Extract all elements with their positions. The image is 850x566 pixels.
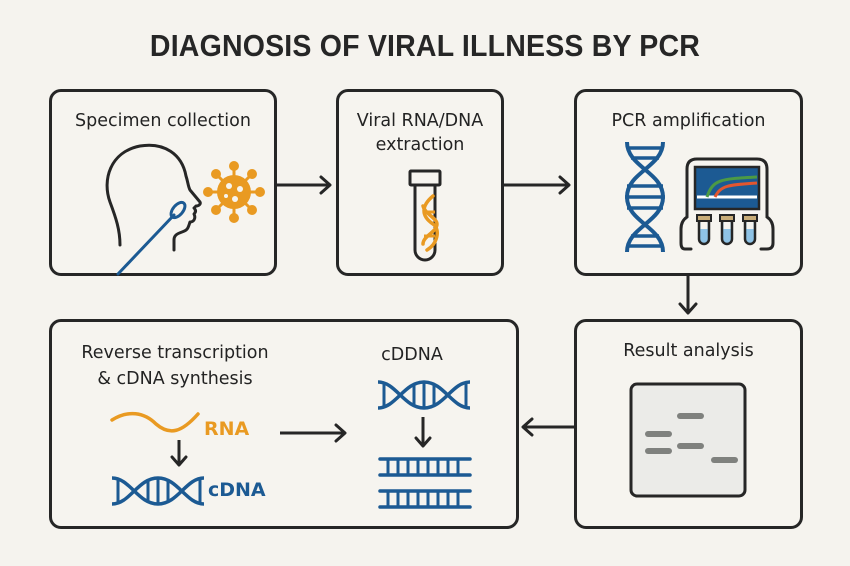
dna-icon	[421, 194, 439, 252]
diagram-title: DIAGNOSIS OF VIRAL ILLNESS BY PCR	[149, 28, 701, 63]
arrow-rna-to-cdna	[170, 440, 188, 467]
gel-electrophoresis-icon	[629, 382, 747, 498]
swab-icon	[116, 200, 187, 276]
arrow-collection-to-extraction	[277, 175, 332, 195]
arrow-rt-to-product	[280, 423, 347, 443]
double-strand-icon	[378, 457, 472, 509]
step-label-line2: & cDNA synthesis	[97, 369, 253, 389]
rna-label: RNA	[204, 418, 250, 440]
step-label-line1: Reverse transcription	[81, 343, 269, 363]
step-label-line1: Viral RNA/DNA	[356, 111, 484, 131]
arrow-extraction-to-pcr	[504, 175, 571, 195]
step-pcr-amplification: PCR amplification	[574, 89, 803, 276]
step-label: Result analysis	[623, 341, 754, 361]
step-label: PCR amplification	[611, 111, 766, 131]
dna-helix-icon	[624, 141, 666, 253]
step-extraction: Viral RNA/DNA extraction	[336, 89, 504, 276]
product-helix-icon	[377, 380, 471, 410]
arrow-result-to-rt	[521, 417, 575, 437]
cdna-helix-icon	[111, 476, 205, 506]
step-label: Specimen collection	[75, 111, 251, 131]
cdna-label: cDNA	[208, 479, 266, 501]
step-result-analysis: Result analysis	[574, 319, 803, 529]
step-reverse-transcription: Reverse transcription & cDNA synthesis R…	[49, 319, 519, 529]
step-label-line2: extraction	[375, 135, 465, 155]
virus-icon	[203, 161, 265, 223]
arrow-helix-to-strands	[414, 417, 432, 448]
head-profile-icon	[105, 143, 202, 252]
arrow-pcr-to-result	[678, 276, 698, 315]
rna-strand-icon	[110, 411, 200, 433]
thermocycler-icon	[679, 157, 775, 251]
product-label: cDDNA	[381, 345, 443, 365]
step-specimen-collection: Specimen collection	[49, 89, 277, 276]
test-tube-icon	[408, 169, 442, 262]
